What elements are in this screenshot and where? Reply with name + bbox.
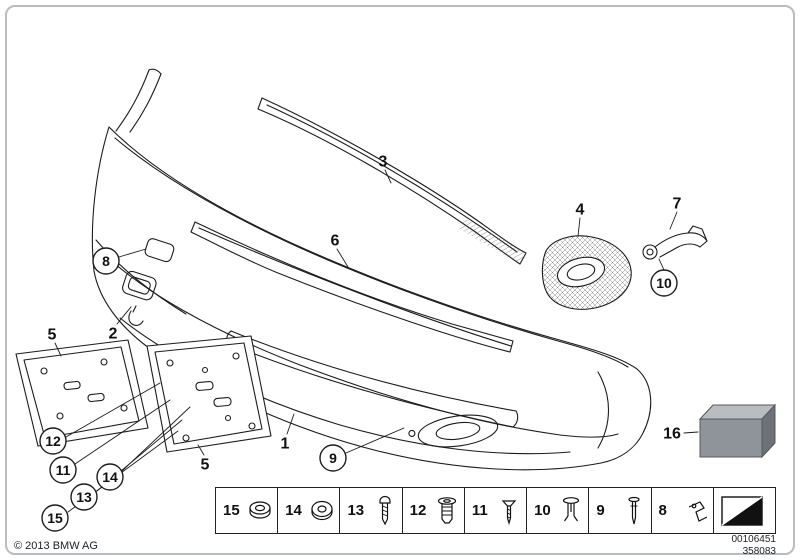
upper-trim-strip xyxy=(257,97,527,265)
clip-icon xyxy=(683,493,709,529)
callout-9[interactable]: 9 xyxy=(319,444,347,472)
legend-item-label: 14 xyxy=(285,502,302,519)
countersunk-screw-icon xyxy=(496,493,522,529)
callout-8-label: 8 xyxy=(102,253,110,269)
fog-lamp-grille xyxy=(541,235,632,310)
bonnet-edge-lines xyxy=(115,68,162,133)
callout-12[interactable]: 12 xyxy=(39,427,67,455)
callout-14-label: 14 xyxy=(102,469,118,485)
fastener-legend: 15 14 13 xyxy=(215,487,776,534)
fog-lamp-recess xyxy=(408,414,499,448)
legend-continuation[interactable] xyxy=(712,488,775,533)
callout-2[interactable]: 2 xyxy=(109,326,118,343)
legend-item-label: 15 xyxy=(223,502,240,519)
legend-item-label: 11 xyxy=(471,502,488,519)
bumper-top-strip xyxy=(190,221,514,353)
legend-item-8[interactable]: 8 xyxy=(650,488,713,533)
callout-15[interactable]: 15 xyxy=(41,504,69,532)
washer-icon xyxy=(309,493,335,529)
towing-eye-cover xyxy=(122,270,157,326)
rivet-pin-icon xyxy=(621,493,647,529)
legend-item-14[interactable]: 14 xyxy=(277,488,340,533)
callout-7[interactable]: 7 xyxy=(673,196,682,213)
callout-16[interactable]: 16 xyxy=(663,426,681,443)
continuation-arrow-icon xyxy=(721,495,763,526)
callout-5-right[interactable]: 5 xyxy=(201,457,210,474)
callout-1[interactable]: 1 xyxy=(281,436,290,453)
callout-15-label: 15 xyxy=(47,510,63,526)
legend-item-11[interactable]: 11 xyxy=(463,488,527,533)
callout-3[interactable]: 3 xyxy=(379,154,388,171)
legend-item-9[interactable]: 9 xyxy=(588,488,651,533)
callout-14[interactable]: 14 xyxy=(96,463,124,491)
pan-head-screw-icon xyxy=(372,493,398,529)
legend-item-label: 13 xyxy=(347,502,365,519)
expanding-rivet-icon xyxy=(558,493,584,529)
plain-callouts: 1 2 3 4 5 5 6 7 16 xyxy=(48,154,682,474)
legend-item-13[interactable]: 13 xyxy=(339,488,402,533)
callout-6[interactable]: 6 xyxy=(331,233,340,250)
license-plate-base-left xyxy=(15,339,149,447)
document-numbers: 00106451 358083 xyxy=(732,534,777,557)
expanding-nut-icon xyxy=(434,493,460,529)
legend-item-12[interactable]: 12 xyxy=(401,488,464,533)
license-plate-base-right xyxy=(146,335,272,453)
mounting-bracket xyxy=(642,225,708,260)
callout-11[interactable]: 11 xyxy=(49,456,77,484)
callout-10[interactable]: 10 xyxy=(650,269,678,297)
copyright-text: © 2013 BMW AG xyxy=(14,540,98,552)
callout-13-label: 13 xyxy=(76,489,92,505)
legend-item-15[interactable]: 15 xyxy=(216,488,278,533)
callout-9-label: 9 xyxy=(329,450,337,466)
callout-10-label: 10 xyxy=(656,275,672,291)
circled-callouts: 8 9 10 11 12 13 xyxy=(39,247,678,532)
callout-4[interactable]: 4 xyxy=(576,202,585,219)
legend-item-10[interactable]: 10 xyxy=(526,488,589,533)
callout-11-label: 11 xyxy=(56,462,71,478)
legend-item-label: 10 xyxy=(534,502,551,519)
legend-item-label: 9 xyxy=(596,502,605,519)
retrofit-kit-box xyxy=(698,403,777,459)
callout-8[interactable]: 8 xyxy=(92,247,120,275)
callout-12-label: 12 xyxy=(45,433,61,449)
legend-item-label: 8 xyxy=(658,502,667,519)
grommet-icon xyxy=(247,493,273,529)
document-number: 00106451 xyxy=(731,534,777,545)
sheet-number: 358083 xyxy=(742,545,776,557)
callout-13[interactable]: 13 xyxy=(70,483,98,511)
legend-item-label: 12 xyxy=(409,502,427,519)
callout-5-left[interactable]: 5 xyxy=(48,327,57,344)
